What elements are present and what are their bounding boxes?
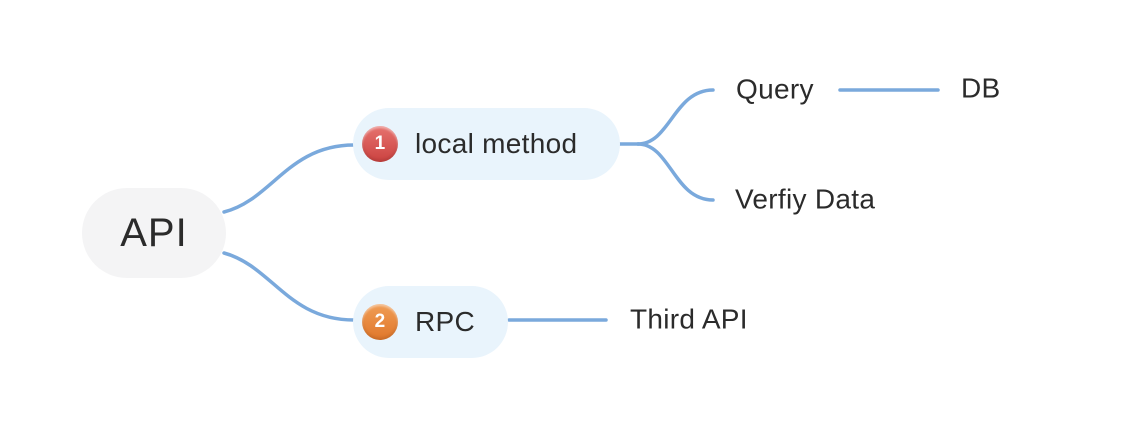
connector-api-to-local-method: [222, 143, 356, 214]
priority-1-badge-number: 1: [374, 133, 386, 154]
connector-local-method-to-verfiy-data: [636, 142, 715, 202]
connector-api-to-rpc: [222, 251, 356, 322]
root-node-label: API: [120, 210, 188, 255]
branch-node-label: local method: [415, 128, 578, 159]
priority-1-badge-icon: 1: [362, 126, 398, 162]
leaf-node-query[interactable]: Query: [736, 73, 814, 105]
branch-node-rpc[interactable]: 2 RPC: [353, 286, 508, 358]
branch-node-local-method[interactable]: 1 local method: [353, 108, 620, 180]
priority-2-badge-number: 2: [374, 311, 386, 332]
leaf-node-verfiy-data[interactable]: Verfiy Data: [735, 183, 876, 215]
leaf-node-third-api[interactable]: Third API: [630, 303, 748, 335]
connector-local-method-to-query: [636, 88, 715, 146]
priority-2-badge-icon: 2: [362, 304, 398, 340]
leaf-node-db[interactable]: DB: [961, 72, 1001, 104]
branch-node-label: RPC: [415, 306, 476, 337]
root-node-api[interactable]: API: [82, 188, 226, 278]
